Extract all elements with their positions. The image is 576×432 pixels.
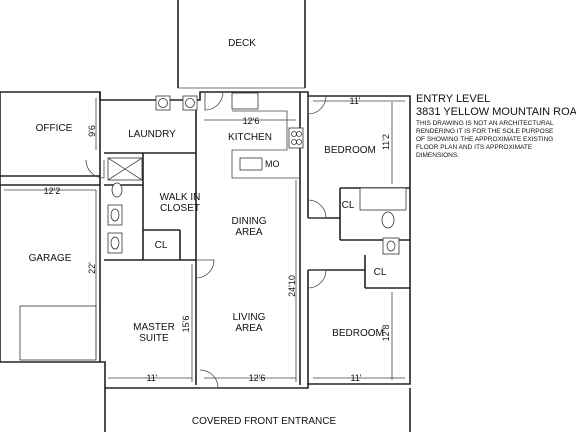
disclaimer-line-5: DIMENSIONS. (416, 152, 459, 159)
closet-bedroom-bottom-label: CL (374, 267, 387, 278)
master-suite-label-2: SUITE (139, 333, 169, 344)
dining-area-label-2: AREA (235, 227, 263, 238)
garage-label: GARAGE (29, 253, 72, 264)
living-area-label-1: LIVING (233, 312, 266, 323)
walk-in-closet-label-2: CLOSET (160, 203, 200, 214)
fixtures (19, 92, 407, 361)
dim-laundry-depth: 9'6 (87, 125, 97, 137)
doors (85, 91, 327, 389)
dim-garage-depth: 22' (87, 262, 97, 274)
deck (177, 0, 306, 89)
closet-master-label: CL (155, 240, 168, 251)
disclaimer-line-4: FLOOR PLAN AND ITS APPROXIMATE (416, 144, 533, 151)
laundry-label: LAUNDRY (128, 129, 176, 140)
dim-kitchen-width: 12'6 (243, 116, 260, 126)
master-suite-label-1: MASTER (133, 322, 175, 333)
dim-garage-width: 12'2 (44, 186, 61, 196)
covered-front-entrance-label: COVERED FRONT ENTRANCE (192, 416, 337, 427)
dim-dining-depth: 24'10 (287, 275, 297, 297)
dim-bed-top-depth: 11'2 (381, 134, 391, 150)
microwave-label: MO (265, 159, 280, 169)
dim-master-depth: 15'6 (181, 316, 191, 333)
office-label: OFFICE (36, 123, 73, 134)
dim-living-width: 12'6 (249, 373, 266, 383)
dim-master-width: 11' (146, 373, 157, 383)
exterior-walls (0, 91, 411, 389)
title-line-2: 3831 YELLOW MOUNTAIN ROAD (416, 106, 576, 118)
bedroom-top-label: BEDROOM (324, 145, 376, 156)
closet-bedroom-top-label: CL (342, 200, 355, 211)
walk-in-closet-label-1: WALK IN (160, 192, 201, 203)
dimension-lines (4, 98, 405, 382)
disclaimer-line-1: THIS DRAWING IS NOT AN ARCHITECTURAL (416, 120, 554, 127)
disclaimer-line-2: RENDERING IT IS FOR THE SOLE PURPOSE (416, 128, 554, 135)
living-area-label-2: AREA (235, 323, 263, 334)
title-line-1: ENTRY LEVEL (416, 93, 490, 105)
dim-bed-bottom-depth: 12'8 (381, 325, 391, 342)
dining-area-label-1: DINING (232, 216, 267, 227)
dim-bed-bottom-width: 11' (350, 373, 361, 383)
kitchen-label: KITCHEN (228, 132, 272, 143)
disclaimer-line-3: OF SHOWING THE APPROXIMATE EXISTING (416, 136, 553, 143)
dim-bed-top-width: 11' (349, 96, 360, 106)
bedroom-bottom-label: BEDROOM (332, 328, 384, 339)
deck-label: DECK (228, 38, 256, 49)
front-entrance (104, 388, 411, 432)
